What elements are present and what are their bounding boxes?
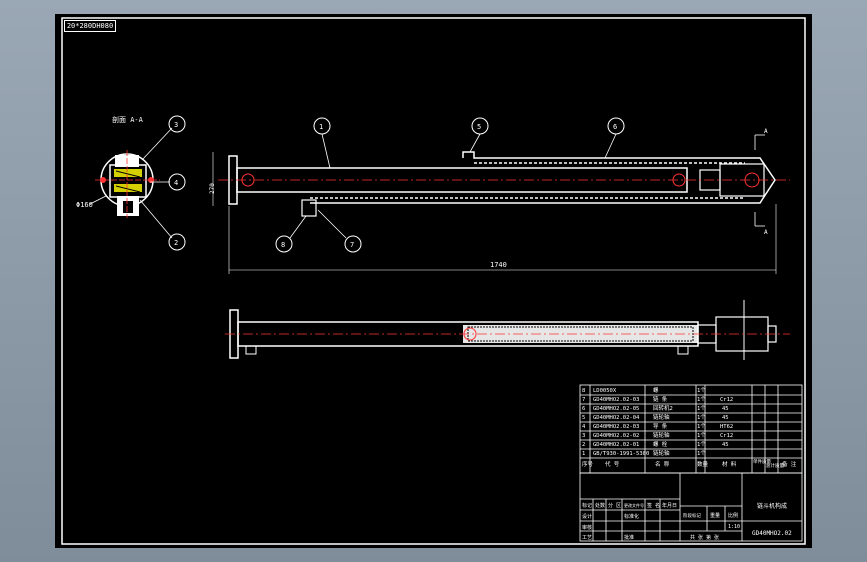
svg-text:数量: 数量 — [697, 460, 709, 468]
svg-text:总计质量: 总计质量 — [766, 462, 784, 469]
svg-text:GB/T930-1991-5300: GB/T930-1991-5300 — [593, 451, 649, 457]
svg-text:LD0050X: LD0050X — [593, 388, 617, 394]
balloon-2: 2 — [168, 233, 186, 251]
sheet-border — [61, 17, 806, 545]
svg-text:8: 8 — [582, 388, 585, 394]
balloon-8: 8 — [275, 235, 293, 253]
svg-text:8: 8 — [281, 241, 285, 249]
svg-text:45: 45 — [722, 406, 729, 412]
svg-text:比例: 比例 — [728, 512, 738, 519]
drawing-title: 链斗机构成 — [757, 502, 787, 510]
svg-text:共 张 第 张: 共 张 第 张 — [690, 534, 719, 541]
dim-height: 270 — [209, 183, 216, 194]
svg-text:4: 4 — [582, 424, 586, 430]
svg-text:1个: 1个 — [697, 405, 706, 412]
svg-text:GD40MHO2.02-03: GD40MHO2.02-03 — [593, 397, 639, 403]
svg-text:7: 7 — [582, 397, 585, 403]
drawing-tag: 20*280DH080 — [64, 20, 116, 32]
svg-text:回转机2: 回转机2 — [653, 404, 673, 412]
balloon-group: 1 2 3 4 5 6 7 8 — [168, 115, 625, 253]
svg-text:5: 5 — [477, 123, 481, 131]
svg-text:1个: 1个 — [697, 387, 706, 394]
dim-overall-length: 1740 — [490, 261, 507, 269]
svg-text:7: 7 — [350, 241, 354, 249]
svg-text:单件质量: 单件质量 — [753, 458, 771, 465]
svg-text:重量: 重量 — [710, 512, 720, 519]
section-label: 剖面 A-A — [112, 115, 144, 124]
svg-text:1个: 1个 — [697, 396, 706, 403]
svg-text:分 区: 分 区 — [608, 502, 621, 509]
svg-text:代 号: 代 号 — [605, 460, 620, 468]
svg-text:3: 3 — [582, 433, 585, 439]
svg-text:1个: 1个 — [697, 450, 706, 457]
svg-text:设计: 设计 — [582, 513, 592, 520]
title-block — [579, 472, 803, 542]
svg-text:45: 45 — [722, 415, 729, 421]
svg-text:6: 6 — [613, 123, 617, 131]
svg-text:名 称: 名 称 — [655, 460, 670, 468]
svg-text:GD40MHO2.02-05: GD40MHO2.02-05 — [593, 406, 639, 412]
diameter-label: Φ160 — [76, 201, 93, 209]
svg-text:螺: 螺 — [653, 386, 659, 394]
svg-text:标记: 标记 — [582, 502, 592, 509]
balloon-1: 1 — [313, 117, 331, 135]
svg-text:GD40MHO2.02-01: GD40MHO2.02-01 — [593, 442, 639, 448]
section-marker-top: A — [764, 128, 768, 135]
svg-text:序号: 序号 — [582, 460, 594, 468]
svg-text:链轮轴: 链轮轴 — [653, 431, 670, 439]
svg-text:阶段标记: 阶段标记 — [683, 512, 701, 519]
top-view — [225, 300, 790, 360]
section-view: 剖面 A-A Φ160 — [76, 115, 173, 239]
section-marker-bottom: A — [764, 229, 768, 236]
balloon-7: 7 — [344, 235, 362, 253]
svg-text:2: 2 — [174, 239, 178, 247]
svg-text:材 料: 材 料 — [722, 460, 737, 468]
svg-text:标准化: 标准化 — [624, 513, 639, 520]
svg-text:HT62: HT62 — [720, 424, 733, 430]
svg-text:GD40MHO2.02-04: GD40MHO2.02-04 — [593, 415, 640, 421]
svg-text:Cr12: Cr12 — [720, 397, 733, 403]
svg-text:GD40MHO2.02-02: GD40MHO2.02-02 — [593, 433, 639, 439]
balloon-6: 6 — [607, 117, 625, 135]
title-block-text: 标记 处数 分 区 更改文件号 签 名 年月日 设计 标准化 审核 工艺 批准 … — [582, 502, 792, 541]
svg-text:3: 3 — [174, 121, 178, 129]
svg-text:链轮轴: 链轮轴 — [653, 449, 670, 457]
svg-text:2: 2 — [582, 442, 585, 448]
svg-text:工艺: 工艺 — [582, 535, 592, 541]
svg-text:批准: 批准 — [624, 534, 634, 541]
svg-text:年月日: 年月日 — [662, 502, 677, 509]
svg-text:更改文件号: 更改文件号 — [624, 502, 644, 508]
drawing-number: GD40MHO2.02 — [752, 530, 792, 537]
svg-text:1: 1 — [582, 451, 585, 457]
balloon-5: 5 — [471, 117, 489, 135]
drawing-viewport[interactable] — [55, 14, 812, 548]
svg-text:导 条: 导 条 — [653, 422, 668, 430]
svg-text:45: 45 — [722, 442, 729, 448]
balloon-4: 4 — [168, 173, 186, 191]
svg-text:1个: 1个 — [697, 432, 706, 439]
svg-text:Cr12: Cr12 — [720, 433, 733, 439]
svg-text:处数: 处数 — [595, 502, 605, 509]
svg-text:审核: 审核 — [582, 524, 592, 531]
svg-text:螺 栓: 螺 栓 — [653, 440, 668, 448]
svg-text:6: 6 — [582, 406, 585, 412]
svg-text:1个: 1个 — [697, 423, 706, 430]
svg-text:链 条: 链 条 — [653, 395, 668, 403]
svg-text:1个: 1个 — [697, 441, 706, 448]
svg-text:GD40MHO2.02-03: GD40MHO2.02-03 — [593, 424, 639, 430]
svg-text:备 注: 备 注 — [782, 460, 797, 468]
svg-text:5: 5 — [582, 415, 585, 421]
front-view: A A 1740 270 — [209, 128, 790, 274]
svg-text:签 名: 签 名 — [647, 502, 660, 509]
svg-text:1个: 1个 — [697, 414, 706, 421]
balloon-3: 3 — [168, 115, 186, 133]
svg-text:4: 4 — [174, 179, 178, 187]
svg-text:1:10: 1:10 — [728, 524, 740, 530]
svg-text:1: 1 — [319, 123, 323, 131]
svg-text:链轮轴: 链轮轴 — [653, 413, 670, 421]
